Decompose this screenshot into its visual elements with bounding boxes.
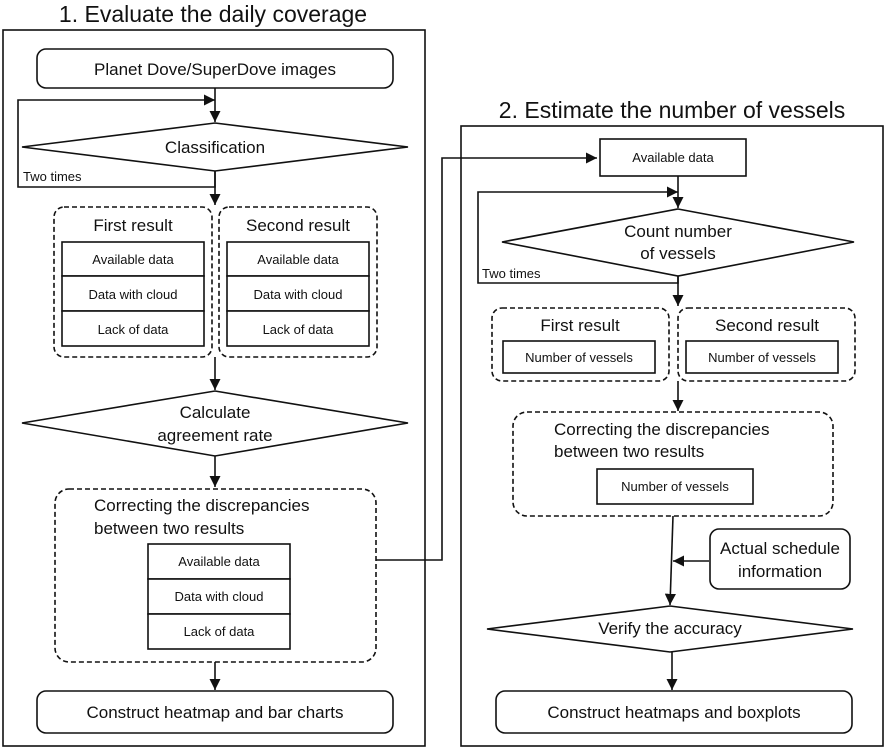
first-result-value-2: Number of vessels — [525, 350, 633, 365]
input-label: Available data — [632, 150, 714, 165]
first-result-title: First result — [93, 216, 173, 235]
agreement-label-line: agreement rate — [157, 426, 272, 445]
correcting-label-line-2: Correcting the discrepancies — [554, 420, 769, 439]
loop-label-2: Two times — [482, 266, 541, 281]
first-result-row-label: Data with cloud — [89, 287, 178, 302]
correcting-row — [147, 578, 291, 615]
second-result-value-2: Number of vessels — [708, 350, 816, 365]
agreement-diamond: Calculate agreement rate — [21, 390, 409, 457]
correcting-row-label: Available data — [178, 554, 260, 569]
second-result-group-2: Second result Number of vessels — [677, 307, 856, 382]
first-result-title-2: First result — [540, 316, 620, 335]
loop-label-1: Two times — [23, 169, 82, 184]
section-2-frame — [460, 125, 884, 747]
section-1: 1. Evaluate the daily coverage Planet Do… — [2, 1, 597, 747]
agreement-label-line: Calculate — [180, 403, 251, 422]
first-result-group: First result Available data Data with cl… — [53, 206, 213, 358]
second-result-row — [226, 275, 370, 312]
first-result-group-2: First result Number of vessels — [491, 307, 670, 382]
first-result-row — [61, 310, 205, 347]
correcting-value-2: Number of vessels — [621, 479, 729, 494]
output-box-2: Construct heatmaps and boxplots — [495, 690, 853, 734]
verify-label: Verify the accuracy — [598, 619, 742, 638]
section-2: 2. Estimate the number of vessels Availa… — [460, 97, 884, 747]
first-result-row-label: Lack of data — [98, 322, 170, 337]
correcting-row — [147, 543, 291, 580]
schedule-label-line: Actual schedule — [720, 539, 840, 558]
second-result-row — [226, 310, 370, 347]
count-label-line: Count number — [624, 222, 732, 241]
correcting-row-label: Data with cloud — [175, 589, 264, 604]
verify-diamond: Verify the accuracy — [486, 605, 854, 653]
section-2-title: 2. Estimate the number of vessels — [499, 97, 845, 123]
second-result-row-label: Data with cloud — [254, 287, 343, 302]
source-box: Planet Dove/SuperDove images — [36, 48, 394, 89]
second-result-row-label: Lack of data — [263, 322, 335, 337]
correcting-label-line: Correcting the discrepancies — [94, 496, 309, 515]
second-result-row — [226, 241, 370, 277]
section-2-connectors — [477, 176, 709, 690]
count-diamond: Count number of vessels — [501, 208, 855, 277]
correcting-row — [147, 613, 291, 650]
second-result-title: Second result — [246, 216, 350, 235]
output-label-2: Construct heatmaps and boxplots — [547, 703, 800, 722]
correcting-row-label: Lack of data — [184, 624, 256, 639]
first-result-row-label: Available data — [92, 252, 174, 267]
source-label: Planet Dove/SuperDove images — [94, 60, 336, 79]
output-label-1: Construct heatmap and bar charts — [86, 703, 343, 722]
classification-label: Classification — [165, 138, 265, 157]
input-box: Available data — [599, 138, 747, 177]
schedule-label-line: information — [738, 562, 822, 581]
schedule-box: Actual schedule information — [709, 528, 851, 590]
correcting-group-1: Correcting the discrepancies between two… — [54, 488, 377, 663]
output-box-1: Construct heatmap and bar charts — [36, 690, 394, 734]
section-1-frame — [2, 29, 426, 747]
correcting-label-line: between two results — [94, 519, 244, 538]
section-1-title: 1. Evaluate the daily coverage — [59, 1, 367, 27]
classification-diamond: Classification — [21, 122, 409, 172]
correcting-label-line-2: between two results — [554, 442, 704, 461]
second-result-row-label: Available data — [257, 252, 339, 267]
correcting-group-2: Correcting the discrepancies between two… — [512, 411, 834, 517]
second-result-group: Second result Available data Data with c… — [218, 206, 378, 358]
second-result-title-2: Second result — [715, 316, 819, 335]
count-label-line: of vessels — [640, 244, 716, 263]
